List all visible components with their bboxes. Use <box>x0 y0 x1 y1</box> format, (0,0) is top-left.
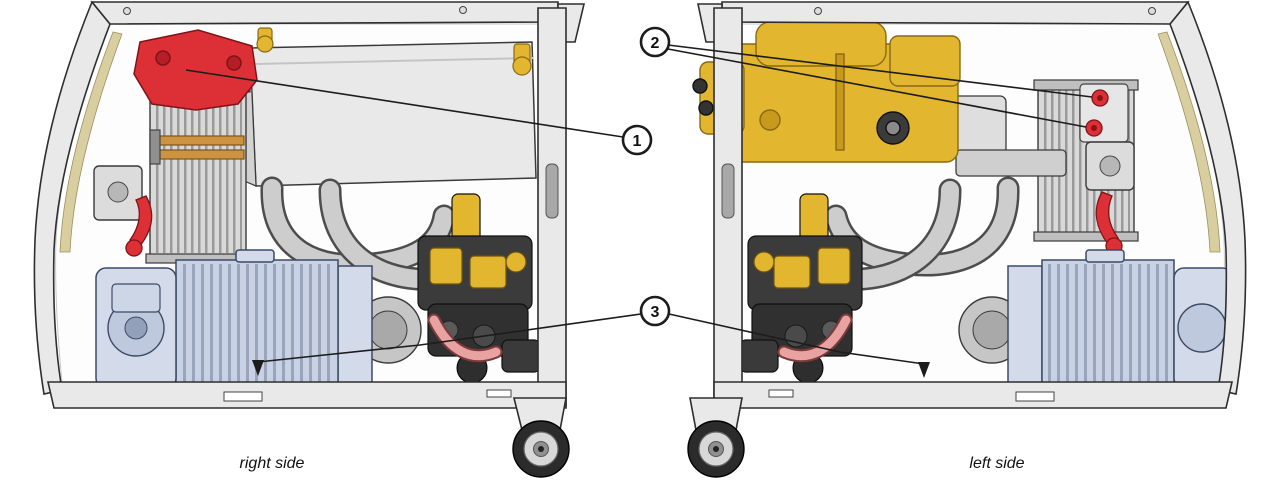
cabinet-frame <box>697 0 1247 409</box>
callout-2: 2 <box>639 26 671 58</box>
screw-icon <box>814 7 822 15</box>
air-tank <box>237 41 537 187</box>
callout-3-number: 3 <box>651 304 660 321</box>
caption-right-side: right side <box>240 455 305 472</box>
motor <box>958 249 1233 397</box>
brass-tubes <box>149 129 245 165</box>
oil-plugs <box>1079 83 1129 143</box>
machine-left-side-view <box>687 0 1247 478</box>
drain-hose <box>427 313 503 363</box>
drain-hose <box>777 313 853 363</box>
callout-1-number: 1 <box>633 133 642 150</box>
frame-trim <box>1157 31 1221 253</box>
heat-exchanger <box>145 81 251 264</box>
caption-left-side: left side <box>969 455 1024 472</box>
pump-unit <box>739 193 863 384</box>
callout-3: 3 <box>639 295 671 327</box>
callout-2-number: 2 <box>651 35 660 52</box>
screw-icon <box>1148 7 1156 15</box>
machine-right-side-view <box>33 0 586 478</box>
caster-wheel <box>512 397 570 478</box>
frame-trim <box>59 31 123 253</box>
inlet-valve <box>1085 141 1135 191</box>
caster-wheel <box>687 397 745 478</box>
red-bracket <box>133 29 258 111</box>
screw-icon <box>459 6 467 14</box>
inlet-valve <box>93 165 143 221</box>
manifold <box>945 95 1067 177</box>
drain-lever <box>125 195 153 257</box>
fittings <box>256 27 532 76</box>
screw-icon <box>123 7 131 15</box>
cabinet-frame <box>33 0 586 409</box>
callouts: 1 2 3 <box>185 26 1093 378</box>
callout-1: 1 <box>621 124 653 156</box>
